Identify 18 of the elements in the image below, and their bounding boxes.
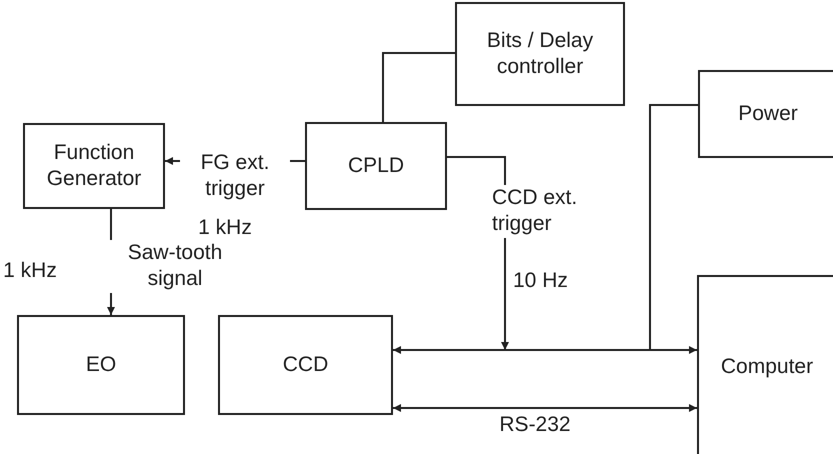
connector-line bbox=[382, 52, 455, 122]
box-label: CPLD bbox=[348, 152, 404, 179]
box-label: Bits / Delay controller bbox=[486, 28, 594, 80]
process-box bbox=[305, 122, 447, 210]
box-label: CCD bbox=[282, 352, 328, 378]
box-label: Function Generator bbox=[46, 140, 142, 192]
process-box bbox=[698, 70, 833, 158]
box-label: EO bbox=[86, 352, 116, 378]
box-label: Computer bbox=[720, 354, 814, 380]
arrow bbox=[393, 404, 697, 412]
process-box bbox=[17, 315, 185, 415]
connector-line bbox=[649, 104, 698, 350]
process-box bbox=[455, 2, 625, 106]
process-box bbox=[23, 123, 165, 209]
process-box bbox=[218, 315, 393, 415]
box-label: Power bbox=[738, 100, 798, 127]
arrow bbox=[393, 346, 697, 354]
process-box bbox=[697, 275, 833, 454]
